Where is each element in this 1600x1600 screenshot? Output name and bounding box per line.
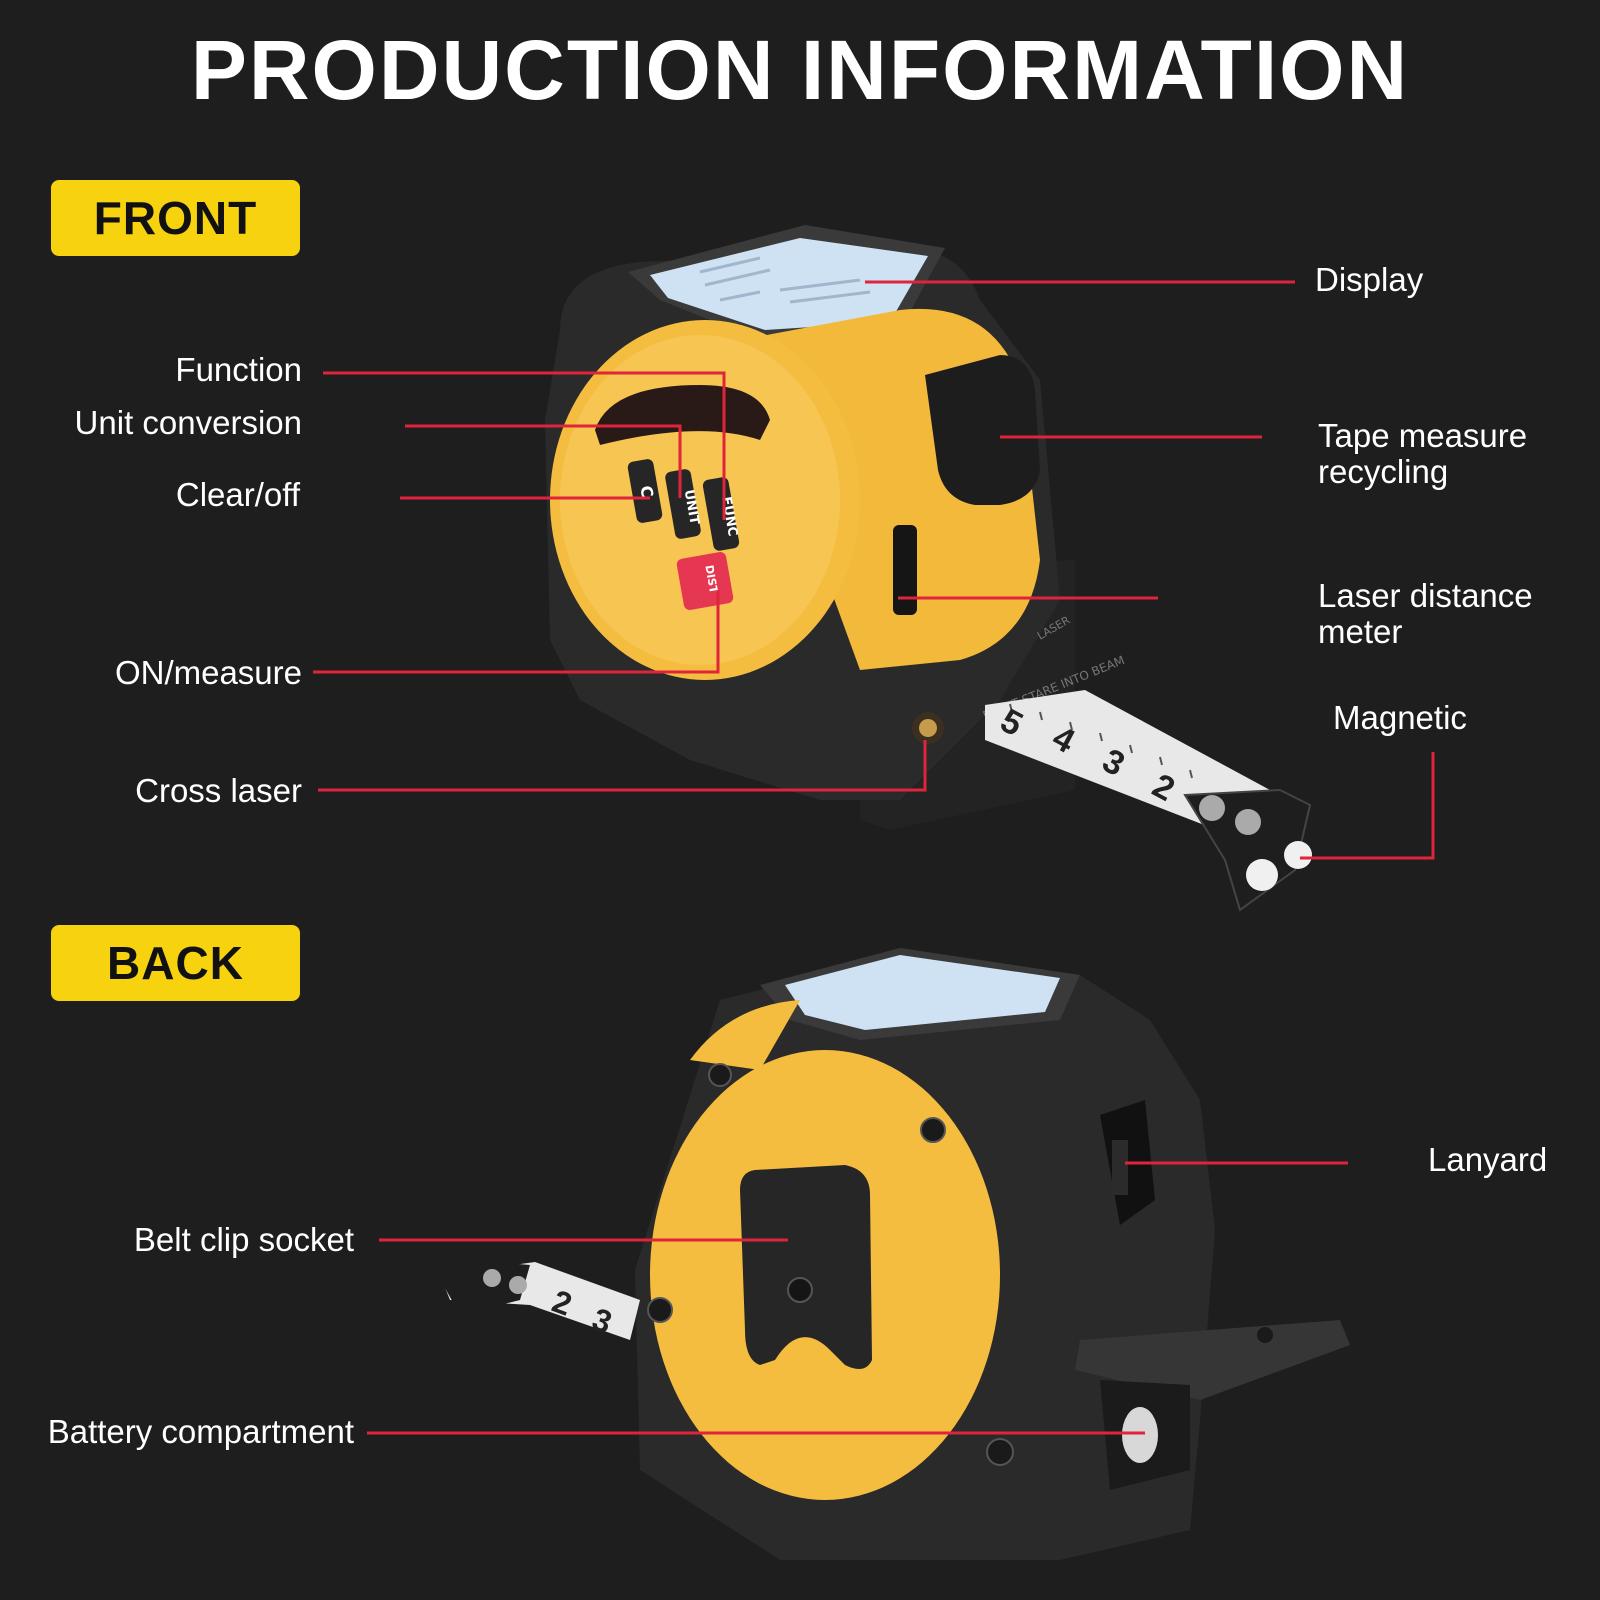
label-magnetic: Magnetic [1333, 699, 1467, 736]
laser-slot [893, 525, 917, 615]
back-base-plate [1075, 1320, 1350, 1400]
clear-button-label: C [636, 484, 657, 499]
label-tape-recycling: Tape measure recycling [1318, 417, 1528, 490]
display-segments [699, 256, 871, 304]
tape-recycling-button [925, 355, 1040, 505]
belt-clip-socket [740, 1165, 872, 1369]
page-title: PRODUCTION INFORMATION [190, 23, 1410, 117]
back-section-tag: BACK [51, 925, 300, 1001]
label-display: Display [1315, 261, 1424, 298]
display-screen [650, 238, 928, 330]
back-device: 2 3 [435, 948, 1350, 1560]
leader-cross-laser [318, 740, 927, 792]
unit-button [665, 469, 701, 539]
function-button [702, 477, 740, 551]
magnet-icon [1246, 859, 1278, 891]
screws [647, 1063, 1014, 1466]
front-section-tag: FRONT [51, 180, 300, 256]
unit-button-label: UNIT [681, 489, 702, 526]
leader-measure [313, 590, 720, 674]
leader-magnetic [1300, 752, 1435, 860]
label-lanyard: Lanyard [1428, 1141, 1548, 1178]
hook-rivet [1235, 809, 1261, 835]
label-on-measure: ON/measure [114, 654, 302, 691]
leader-lines [313, 280, 1435, 1435]
front-arch [595, 385, 770, 445]
magnet-icon [1284, 841, 1312, 869]
clear-button [627, 459, 663, 523]
measure-button [676, 552, 734, 610]
label-battery-compartment: Battery compartment [47, 1413, 354, 1450]
leader-function [323, 371, 726, 520]
label-laser-meter: Laser distance meter [1318, 577, 1533, 650]
back-display-screen [785, 955, 1060, 1030]
hook-rivet [1199, 795, 1225, 821]
label-belt-clip-socket: Belt clip socket [133, 1221, 354, 1258]
measure-button-label: DIST [702, 564, 720, 595]
battery-icon [1122, 1407, 1158, 1463]
leader-unit [405, 424, 682, 498]
label-clear-off: Clear/off [175, 476, 300, 513]
belt-clip-screw [787, 1277, 813, 1303]
lanyard-bar [1112, 1140, 1128, 1195]
label-cross-laser: Cross laser [135, 772, 302, 809]
front-device: C UNIT FUNC DIST DON'T STARE INTO BEAM L… [545, 225, 1312, 912]
label-function: Function [175, 351, 302, 388]
front-tape-ticks [1009, 703, 1193, 779]
back-tape-hook [435, 1260, 530, 1315]
label-unit-conversion: Unit conversion [74, 404, 302, 441]
